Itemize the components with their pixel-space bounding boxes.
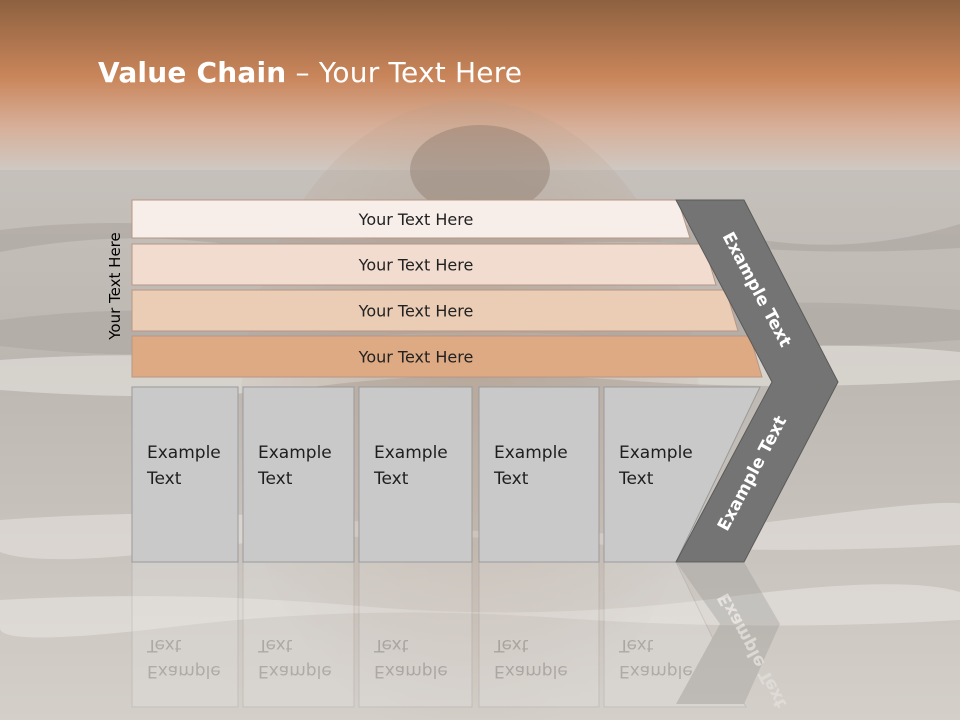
activity-box-3 [358,386,473,563]
chain-bar-label-3: Your Text Here [358,302,474,321]
activity-box-line2-3: Text [373,469,409,489]
reflection-line1-5: Example [619,661,693,681]
chain-bar-3 [131,289,739,332]
activity-box-2 [242,386,355,563]
margin-chevron [675,199,839,563]
reflection-box-5 [603,561,747,708]
activity-box-line2-1: Text [146,469,182,489]
slide-title: Value Chain – Your Text Here [98,56,522,89]
reflection-box-3 [358,561,473,708]
activity-box-4 [478,386,600,563]
reflection-line2-2: Text [257,635,293,655]
activity-box-line1-5: Example [619,443,693,463]
activity-box-line1-1: Example [147,443,221,463]
reflection-line1-3: Example [374,661,448,681]
reflection-line2-1: Text [146,635,182,655]
reflection-line1-2: Example [258,661,332,681]
reflection-line2-4: Text [493,635,529,655]
chain-bar-4 [131,335,763,378]
chain-bar-1 [131,199,691,239]
title-bold: Value Chain [98,56,287,89]
activity-box-line2-5: Text [618,469,654,489]
reflection-line1-4: Example [494,661,568,681]
activity-box-line1-3: Example [374,443,448,463]
reflection-line2-5: Text [618,635,654,655]
activity-box-line1-2: Example [258,443,332,463]
chain-bar-2 [131,243,717,286]
title-rest: – Your Text Here [295,56,523,89]
activity-box-line2-4: Text [493,469,529,489]
reflection-chevron [676,562,780,704]
reflection-line1-1: Example [147,661,221,681]
reflection-box-4 [478,561,600,708]
activity-box-line2-2: Text [257,469,293,489]
reflection-line2-3: Text [373,635,409,655]
chain-bar-label-2: Your Text Here [358,256,474,275]
reflection-box-2 [242,561,355,708]
chain-bar-label-4: Your Text Here [358,348,474,367]
activity-box-1 [131,386,239,563]
chain-bar-label-1: Your Text Here [358,210,474,229]
reflection-box-1 [131,561,239,708]
activity-box-line1-4: Example [494,443,568,463]
